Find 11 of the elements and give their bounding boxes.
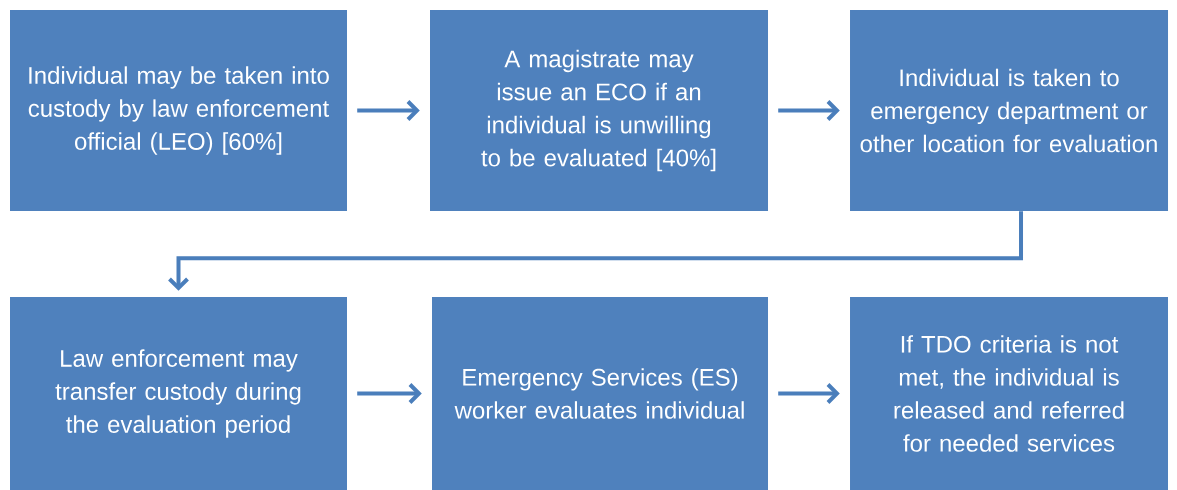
arrow <box>778 383 840 404</box>
arrow <box>357 383 422 404</box>
process-box: Law enforcement may transfer custody during the evaluation period <box>10 297 347 490</box>
process-box: If TDO criteria is not met, the individual is released and referred for needed services <box>850 297 1168 490</box>
arrow <box>778 100 840 121</box>
process-box: Individual may be taken into custody by law enforcement official (LEO) [60%] <box>10 10 347 211</box>
arrow <box>168 211 1023 291</box>
process-box: Individual is taken to emergency department or other location for evaluation <box>850 10 1168 211</box>
process-box: Emergency Services (ES) worker evaluates individual <box>432 297 768 490</box>
arrow <box>357 100 420 121</box>
process-box: A magistrate may issue an ECO if an individual is unwilling to be evaluated [40%] <box>430 10 768 211</box>
